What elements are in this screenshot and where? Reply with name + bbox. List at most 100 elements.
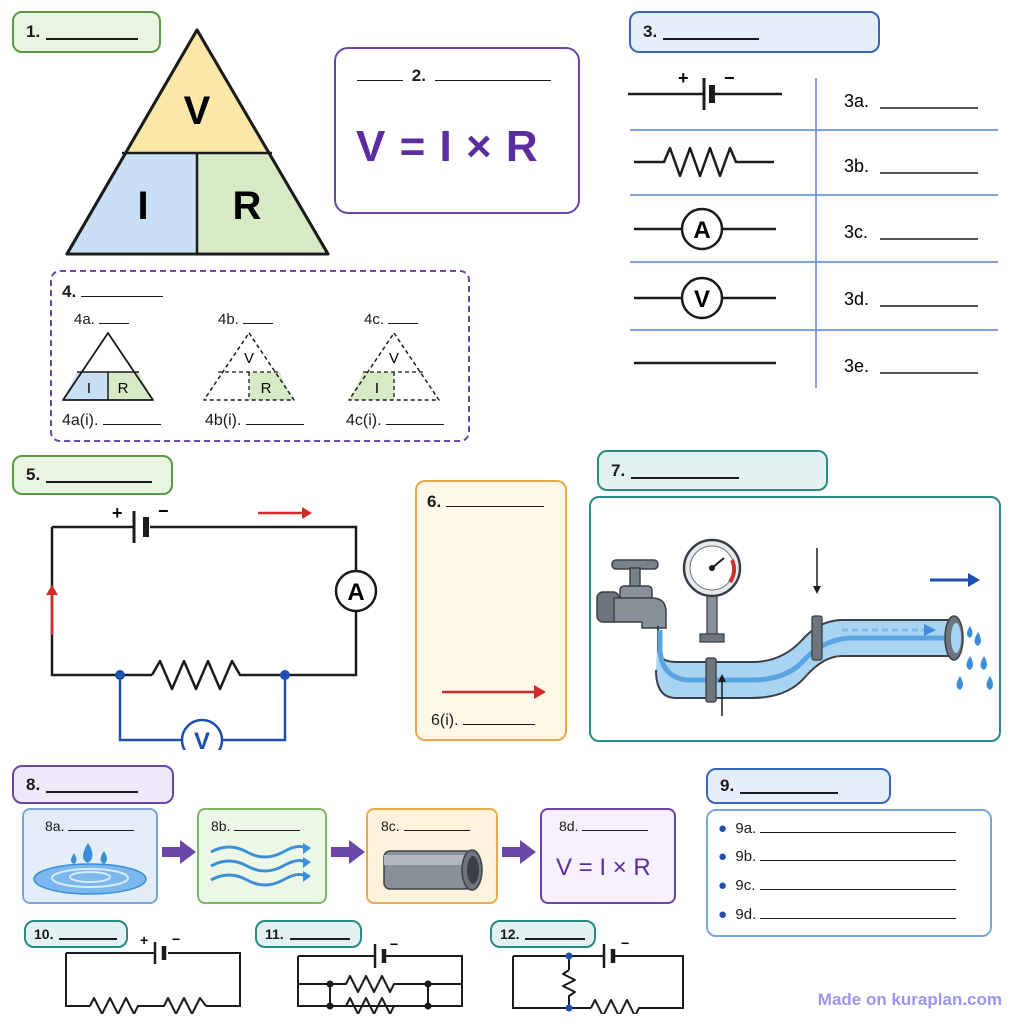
q6-answer-blank[interactable] [445, 494, 544, 507]
q7-answer-blank[interactable] [631, 463, 740, 479]
q4c-label: 4c. [364, 311, 419, 328]
q9-list-box [706, 809, 992, 937]
pointer-arrows [718, 548, 821, 716]
q8-step-arrows [162, 840, 536, 864]
q1-label-tag: 1. [12, 11, 161, 53]
svg-text:R: R [261, 380, 272, 397]
q8-answer-blank[interactable] [46, 777, 139, 793]
svg-text:A: A [693, 217, 710, 244]
q4c-sub-label: 4c(i). [346, 412, 445, 430]
q6-sub-row: 6(i). [431, 712, 536, 730]
q9c-row: ● 9c. [718, 877, 956, 894]
water-pipe-illustration [596, 538, 993, 716]
triangle-v: V [184, 89, 211, 133]
row-3e-label: 3e. [844, 356, 869, 376]
water-ripple-icon [33, 843, 147, 895]
q5-label-tag: 5. [12, 455, 173, 495]
q5-number: 5. [26, 465, 41, 484]
q1-number: 1. [26, 22, 41, 41]
q4b-sub-label: 4b(i). [205, 412, 304, 430]
current-arrow-up-icon [46, 585, 58, 635]
q2-formula: V = I × R [356, 122, 539, 171]
q4-answer-blank[interactable] [80, 284, 163, 297]
circuit-symbols-table: + − A V 3a. 3b. 3c. 3d. 3e. [628, 68, 998, 388]
triangle-4c: V I [348, 332, 440, 401]
battery-symbol-icon: + − [628, 68, 782, 110]
q8d-box [540, 808, 676, 904]
q1-answer-blank[interactable] [46, 24, 139, 40]
q4-dashed-box [50, 270, 470, 442]
svg-text:I: I [375, 380, 379, 397]
q8-number: 8. [26, 774, 41, 794]
q2-answer-blank[interactable] [434, 68, 551, 81]
q4-number-row: 4. [62, 282, 163, 302]
q6-number-row: 6. [427, 492, 544, 512]
pipe-segment-icon [383, 849, 483, 891]
q9a-row: ● 9a. [718, 820, 957, 837]
row-3a-label: 3a. [844, 91, 869, 111]
q6-box [415, 480, 567, 741]
q4-triangles: I R V R V I [62, 332, 440, 401]
svg-text:V: V [244, 350, 254, 367]
ammeter-symbol-icon: A [634, 207, 776, 251]
resistor-symbol-icon [634, 146, 774, 178]
svg-text:−: − [390, 936, 398, 952]
q11-parallel-circuit: − [297, 936, 463, 1014]
q5-answer-blank[interactable] [46, 467, 153, 483]
tap-icon [596, 559, 667, 629]
flow-arrow-icon [930, 573, 980, 587]
voltmeter-symbol-icon: V [634, 276, 776, 320]
q12-combination-circuit: − [512, 935, 684, 1014]
watermark: Made on kuraplan.com [817, 990, 1002, 1009]
q8d-label: 8d. [559, 818, 649, 834]
ammeter-icon [334, 569, 378, 613]
svg-text:R: R [118, 380, 129, 397]
q3-number: 3. [643, 22, 658, 41]
row-3c-label: 3c. [844, 222, 868, 242]
svg-text:−: − [158, 501, 169, 521]
q6-arrow-icon [442, 685, 546, 699]
svg-text:V: V [389, 350, 399, 367]
q2-formula-box [334, 47, 580, 214]
svg-text:−: − [724, 68, 735, 88]
q3-label-tag: 3. [629, 11, 880, 53]
svg-text:V: V [694, 286, 710, 313]
triangle-4a: I R [62, 332, 154, 401]
q3-answer-blank[interactable] [663, 24, 760, 40]
q7-number: 7. [611, 460, 626, 480]
q9b-row: ● 9b. [718, 848, 957, 865]
q8c-label: 8c. [381, 818, 470, 834]
q9-label-tag: 9. [706, 768, 891, 804]
q11-label-tag: 11. [255, 920, 362, 948]
resistor-icon [150, 659, 246, 691]
svg-text:+: + [140, 932, 148, 948]
flow-waves-icon [210, 843, 311, 887]
current-arrow-icon [258, 507, 312, 519]
svg-text:−: − [621, 935, 629, 951]
q2-left-blank[interactable] [357, 68, 403, 81]
q8b-label: 8b. [211, 818, 301, 834]
svg-text:+: + [112, 503, 123, 523]
voltmeter-icon [180, 718, 224, 750]
ohms-law-triangle: V I R [65, 28, 330, 256]
row-3b-label: 3b. [844, 156, 869, 176]
q9-number: 9. [720, 776, 735, 795]
q2-label-row: 2. [357, 66, 551, 86]
svg-text:V: V [194, 728, 210, 750]
q4a-label: 4a. [74, 311, 130, 328]
series-circuit-diagram: + − A V [46, 501, 378, 750]
q8d-formula: V = I × R [556, 854, 651, 881]
triangle-4b: V R [203, 332, 295, 401]
q12-label-tag: 12. [490, 920, 596, 948]
q10-label-tag: 10. [24, 920, 128, 948]
pressure-gauge-icon [682, 538, 742, 643]
water-drops-icon [956, 626, 993, 690]
q7-label-tag: 7. [597, 450, 828, 491]
svg-text:A: A [347, 579, 364, 606]
q2-number: 2. [411, 66, 426, 85]
q9-answer-blank[interactable] [740, 778, 839, 794]
triangle-r: R [233, 184, 262, 228]
triangle-i: I [137, 184, 148, 228]
q9d-row: ● 9d. [718, 906, 957, 923]
row-3d-label: 3d. [844, 289, 869, 309]
